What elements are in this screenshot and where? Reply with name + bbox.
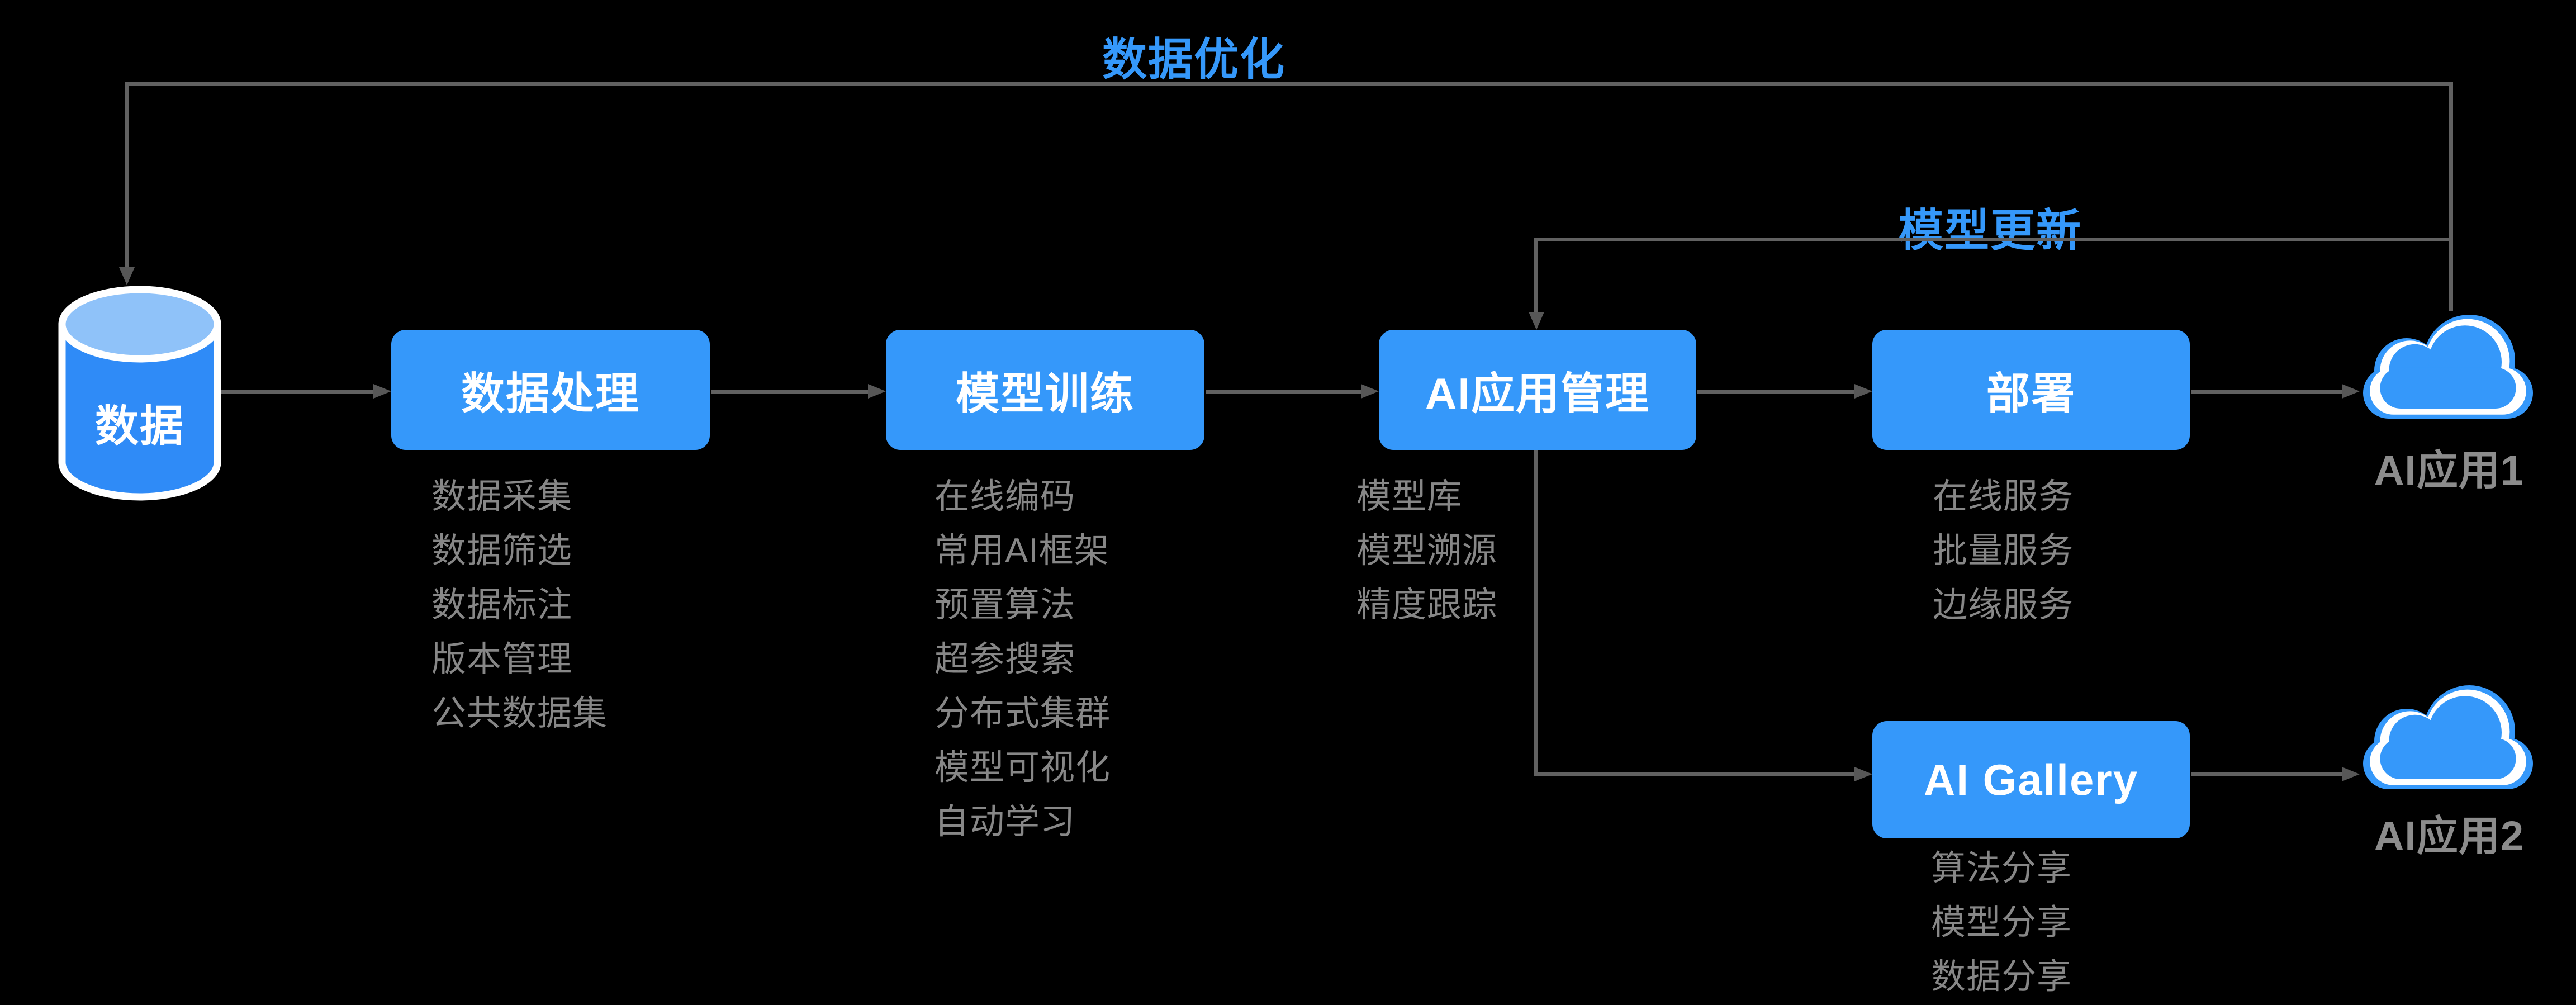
arrow-gallery-to-aiapp2 [2191,772,2342,776]
arrowhead-training-icon [868,384,886,399]
arrowhead-aiapp2-icon [2342,767,2360,781]
database-label: 数据 [94,401,184,451]
list-item: 超参搜索 [934,640,1076,679]
list-item: 在线编码 [934,477,1076,516]
data-optimization-label: 数据优化 [1102,35,1285,84]
list-item: 精度跟踪 [1356,586,1498,624]
list-item: 算法分享 [1931,849,2072,888]
box-data-processing: 数据处理 [391,330,710,450]
arrowhead-dataprocess-icon [373,384,391,399]
box-model-training: 模型训练 [886,330,1204,450]
arrow-database-to-dataprocess [219,390,373,394]
ai-gallery-feature-list: 算法分享 模型分享 数据分享 [1931,841,2072,1004]
list-item: 自动学习 [934,803,1076,841]
list-item: 模型可视化 [934,748,1111,787]
box-deployment-title: 部署 [1986,368,2076,418]
box-ai-gallery: AI Gallery [1872,721,2190,838]
list-item: 批量服务 [1933,532,2074,570]
branch-line-management-down [1534,450,1538,776]
list-item: 模型分享 [1931,903,2072,942]
arrowhead-into-ai-app-management-icon [1529,312,1544,330]
arrowhead-deploy-icon [1854,384,1872,399]
list-item: 公共数据集 [431,694,608,733]
aiapp1-label: AI应用1 [2374,447,2525,494]
aiapp2-label: AI应用2 [2374,813,2525,859]
arrowhead-management-icon [1361,384,1379,399]
box-model-training-title: 模型训练 [955,368,1135,418]
list-item: 在线服务 [1933,477,2074,516]
model-update-line [1534,238,2453,241]
box-deployment: 部署 [1872,330,2190,450]
database-cylinder-icon [58,286,221,501]
arrow-management-to-deploy [1697,390,1854,394]
cloud-aiapp1-icon [2363,315,2533,419]
box-data-processing-title: 数据处理 [461,368,640,418]
list-item: 模型溯源 [1356,532,1498,570]
list-item: 常用AI框架 [934,532,1109,570]
arrow-dataprocess-to-training [711,390,868,394]
deployment-feature-list: 在线服务 批量服务 边缘服务 [1933,470,2074,632]
data-processing-feature-list: 数据采集 数据筛选 数据标注 版本管理 公共数据集 [431,470,608,741]
arrowhead-into-database-icon [119,267,135,285]
list-item: 预置算法 [934,586,1076,624]
cloud-aiapp2-icon [2363,685,2533,789]
list-item: 分布式集群 [934,694,1111,733]
box-ai-gallery-title: AI Gallery [1923,755,2139,804]
list-item: 边缘服务 [1933,586,2074,624]
data-optimization-line-top [125,82,2453,86]
ai-app-management-feature-list: 模型库 模型溯源 精度跟踪 [1356,470,1497,632]
arrow-deploy-to-aiapp1 [2191,390,2342,394]
list-item: 版本管理 [431,640,573,679]
model-training-feature-list: 在线编码 常用AI框架 预置算法 超参搜索 分布式集群 模型可视化 自动学习 [934,470,1111,849]
list-item: 模型库 [1356,477,1463,516]
feedback-line-right-vertical [2449,82,2453,311]
box-ai-app-management-title: AI应用管理 [1425,368,1650,418]
list-item: 数据筛选 [431,532,573,570]
arrowhead-gallery-icon [1854,767,1872,781]
box-ai-app-management: AI应用管理 [1379,330,1696,450]
model-update-line-drop [1534,238,1538,314]
data-optimization-line-left [125,82,129,267]
branch-line-to-gallery [1534,772,1854,776]
arrow-training-to-management [1206,390,1361,394]
arrowhead-aiapp1-icon [2342,384,2360,399]
list-item: 数据分享 [1931,957,2072,996]
list-item: 数据采集 [431,477,573,516]
list-item: 数据标注 [431,586,573,624]
model-update-label: 模型更新 [1899,206,2082,255]
